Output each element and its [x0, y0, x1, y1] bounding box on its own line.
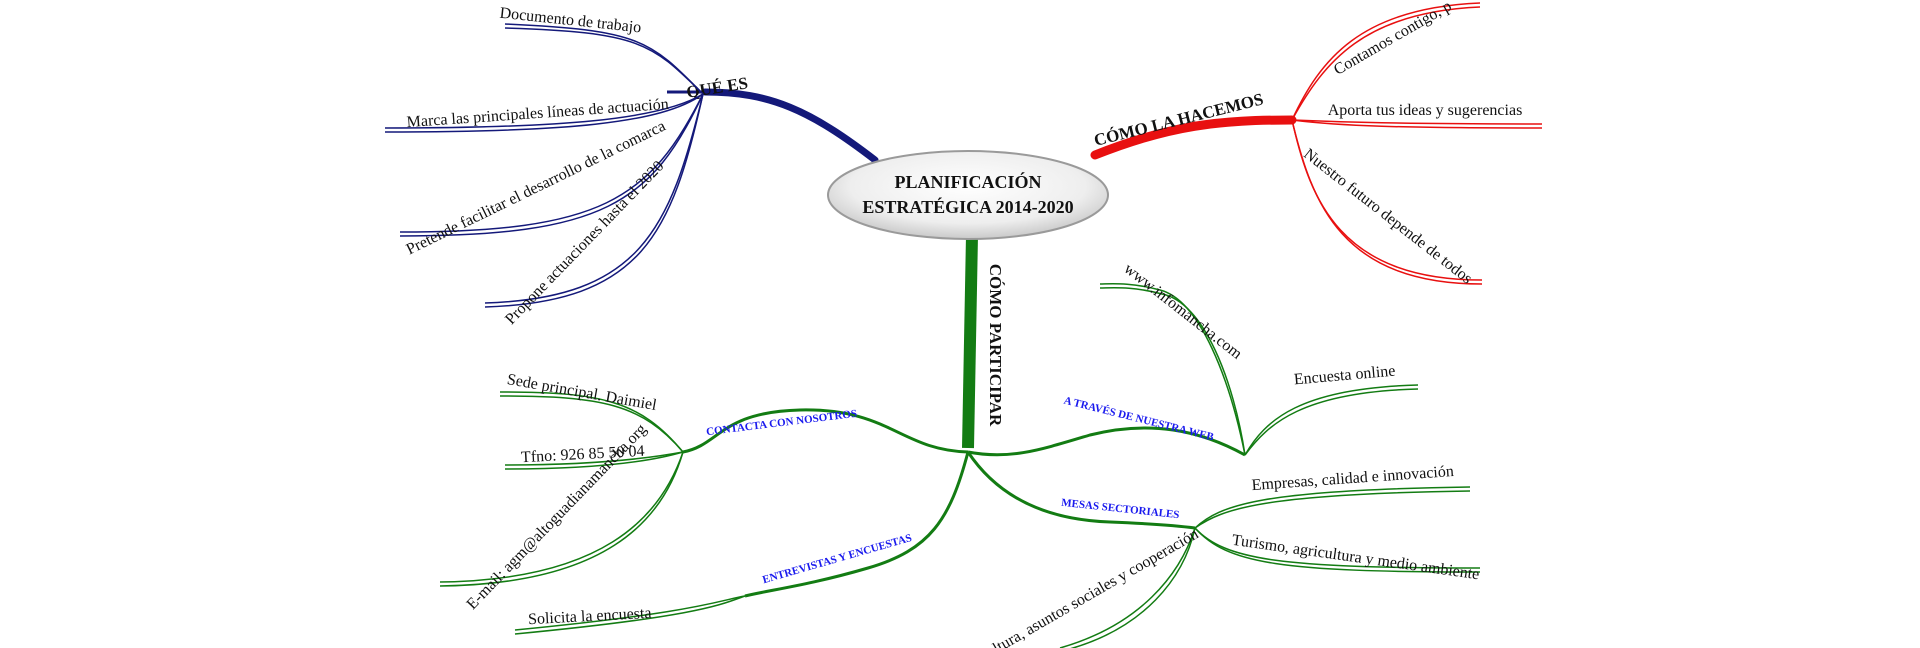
central-topic-bubble[interactable]: [827, 150, 1109, 240]
leaf-empresas-curve: [1194, 486, 1471, 529]
leaf-tfno: Tfno: 926 85 50 04: [521, 443, 645, 466]
branch-como-la-hacemos: CÓMO LA HACEMOS Contamos contigo, p Apor…: [1090, 0, 1543, 287]
leaf-que-es-4-curve: [484, 93, 704, 304]
leaf-turismo: Turismo, agricultura y medio ambiente: [1231, 532, 1481, 584]
leaf-que-es-2: Marca las principales líneas de actuació…: [406, 96, 669, 131]
branch-como-participar: CÓMO PARTICIPAR CONTACTA CON NOSOTROS Se…: [439, 234, 1481, 648]
central-topic-line-1: PLANIFICACIÓN: [894, 171, 1041, 192]
leaf-que-es-2-curve: [384, 93, 704, 129]
leaf-www: www.infomancha.com: [1121, 260, 1246, 363]
leaf-que-es-1-curve: [504, 23, 704, 95]
sub-contacta-curve: [682, 408, 969, 454]
leaf-encuesta-online: Encuesta online: [1293, 363, 1396, 389]
sub-mesas-label: MESAS SECTORIALES: [1061, 497, 1180, 521]
central-topic[interactable]: PLANIFICACIÓN ESTRATÉGICA 2014-2020: [827, 150, 1109, 240]
sub-mesas-curve: [966, 451, 1196, 530]
central-topic-line-2: ESTRATÉGICA 2014-2020: [862, 196, 1073, 217]
leaf-solicita: Solicita la encuesta: [528, 605, 652, 628]
leaf-encuesta-online-curve: [1244, 384, 1419, 456]
leaf-como-2-curve: [1291, 119, 1543, 125]
branch-como-participar-stem: [962, 234, 978, 449]
leaf-solicita-curve: [514, 595, 746, 631]
branch-como-la-hacemos-stem: [1090, 115, 1297, 160]
branch-que-es-stem: [701, 88, 879, 164]
leaf-empresas: Empresas, calidad e innovación: [1251, 463, 1454, 494]
branch-como-participar-label: CÓMO PARTICIPAR: [986, 264, 1005, 427]
sub-entrevistas-curve: [744, 451, 970, 598]
sub-web-curve: [967, 426, 1246, 457]
branch-que-es: QUÉ ES Documento de trabajo Marca las pr…: [384, 5, 879, 328]
leaf-que-es-3-curve: [399, 93, 704, 233]
leaf-como-1-curve: [1291, 2, 1481, 121]
leaf-tfno-curve: [504, 451, 684, 466]
leaf-cultura-curve: [1059, 527, 1196, 648]
leaf-como-1: Contamos contigo, p: [1331, 0, 1455, 79]
leaf-email-curve: [439, 451, 684, 583]
leaf-como-2: Aporta tus ideas y sugerencias: [1328, 102, 1523, 119]
